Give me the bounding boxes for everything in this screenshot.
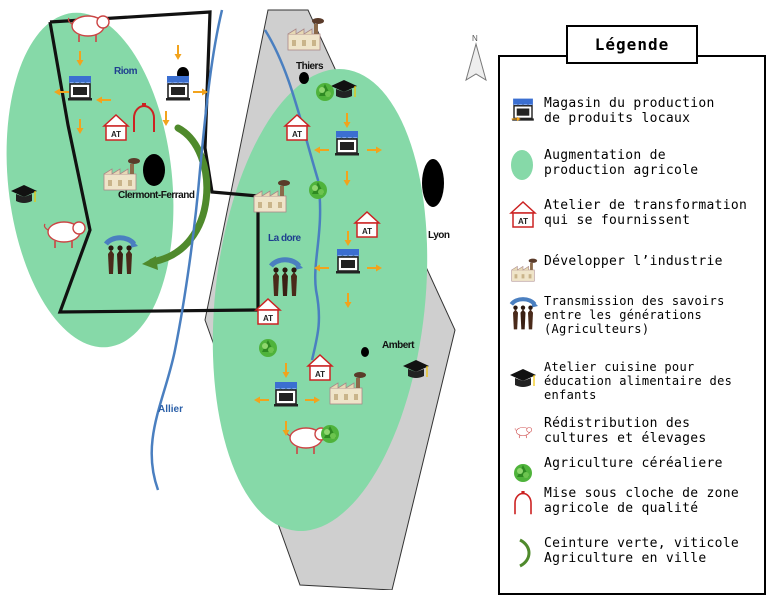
- legend-title: Légende: [594, 35, 670, 54]
- legend-item-line: enfants: [544, 388, 597, 402]
- legend-item-line: Magasin du production: [544, 96, 715, 111]
- legend-item-line: Atelier cuisine pour: [544, 360, 695, 374]
- factory-icon: [508, 254, 538, 288]
- redistribution-icon: [508, 416, 538, 450]
- city-dot-lyon: [422, 159, 444, 207]
- legend-item-line: Augmentation de: [544, 148, 666, 163]
- city-dot-clermont: [143, 154, 165, 186]
- legend-item-line: (Agriculteurs): [544, 322, 650, 336]
- legend-item-line: agricole de qualité: [544, 501, 699, 516]
- graduation-cap-icon: [508, 360, 538, 394]
- legend-item-line: Transmission des savoirs: [544, 294, 725, 308]
- green-zone-icon: [508, 148, 538, 182]
- river-dore: [263, 29, 322, 361]
- place-label-lyon: Lyon: [428, 230, 450, 241]
- green-zone-east: [212, 69, 428, 531]
- legend-item-line: entre les générations: [544, 308, 703, 322]
- legend-item-line: Rédistribution des: [544, 416, 691, 431]
- place-label-clermont-ferrand: Clermont-Ferrand: [118, 190, 195, 201]
- legend-item-line: cultures et élevages: [544, 431, 707, 446]
- knowledge-transmission-icon: [508, 294, 538, 328]
- cloche-icon: [508, 486, 538, 520]
- green-belt-icon: [508, 536, 538, 570]
- legend-item-label: Agriculture céréaliere: [544, 456, 768, 471]
- place-label-ambert: Ambert: [382, 340, 415, 351]
- legend-item-line: Agriculture céréaliere: [544, 456, 723, 471]
- legend-item-label: Développer l’industrie: [544, 254, 768, 269]
- north-arrow-icon: [465, 42, 487, 82]
- metropole-outline: [48, 10, 260, 314]
- workshop-at-icon: [508, 198, 538, 232]
- legend-item-line: Ceinture verte, viticole: [544, 536, 740, 551]
- legend-item-line: qui se fournissent: [544, 213, 691, 228]
- legend-item-line: de produits locaux: [544, 111, 691, 126]
- north-label: N: [472, 34, 478, 43]
- place-label-thiers: Thiers: [296, 61, 324, 72]
- city-dot-ambert: [361, 347, 369, 357]
- legend-item-line: Mise sous cloche de zone: [544, 486, 740, 501]
- legend-item-line: production agricole: [544, 163, 699, 178]
- green-zone-west: [6, 12, 174, 348]
- cereal-icon: [508, 456, 538, 490]
- place-label-riom: Riom: [114, 66, 138, 77]
- river-label-allier: Allier: [158, 404, 184, 415]
- river-allier: [150, 9, 224, 491]
- place-label-la-dore: La dore: [268, 233, 301, 244]
- legend-title-box: Légende: [566, 25, 698, 64]
- legend-item-line: Développer l’industrie: [544, 254, 723, 269]
- city-dot-thiers: [299, 72, 309, 84]
- legend-item-line: Atelier de transformation: [544, 198, 748, 213]
- green-belt-arc: [148, 124, 211, 266]
- legend-item-line: éducation alimentaire des: [544, 374, 733, 388]
- legend-item-line: Agriculture en ville: [544, 551, 707, 566]
- shop-icon: [508, 96, 538, 130]
